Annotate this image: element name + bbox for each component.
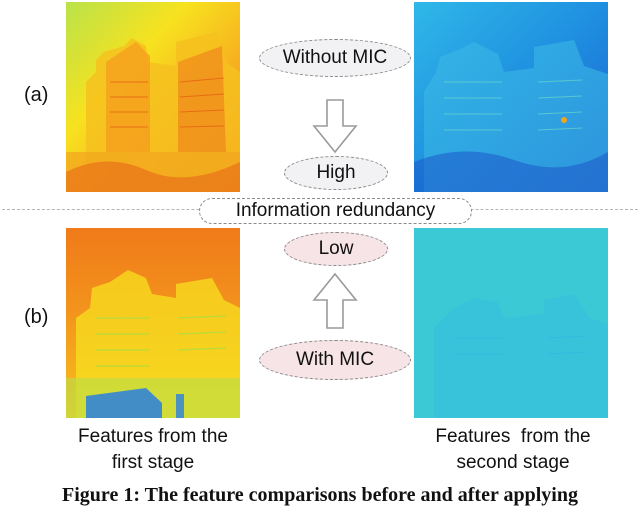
feature-map-b-second-stage [414,228,608,418]
feature-map-a-second-stage [414,2,608,192]
low-redundancy-label: Low [284,232,388,266]
caption-second-stage-line1: Features from the [435,426,591,447]
with-mic-label: With MIC [259,340,411,380]
caption-second-stage: Features from the second stage [400,424,626,476]
information-redundancy-label: Information redundancy [199,198,472,224]
caption-first-stage-line2: first stage [111,452,195,473]
row-label-b: (b) [24,306,49,328]
feature-map-a-first-stage [66,2,240,192]
down-arrow-icon [312,99,358,154]
caption-first-stage: Features from the first stage [40,424,266,476]
caption-second-stage-line2: second stage [456,452,570,473]
without-mic-label: Without MIC [259,39,411,77]
up-arrow-icon [312,272,358,329]
row-label-a: (a) [24,84,49,106]
figure-caption: Figure 1: The feature comparisons before… [62,484,578,506]
feature-map-b-first-stage [66,228,240,418]
caption-first-stage-line1: Features from the [78,426,228,447]
high-redundancy-label: High [284,156,388,190]
